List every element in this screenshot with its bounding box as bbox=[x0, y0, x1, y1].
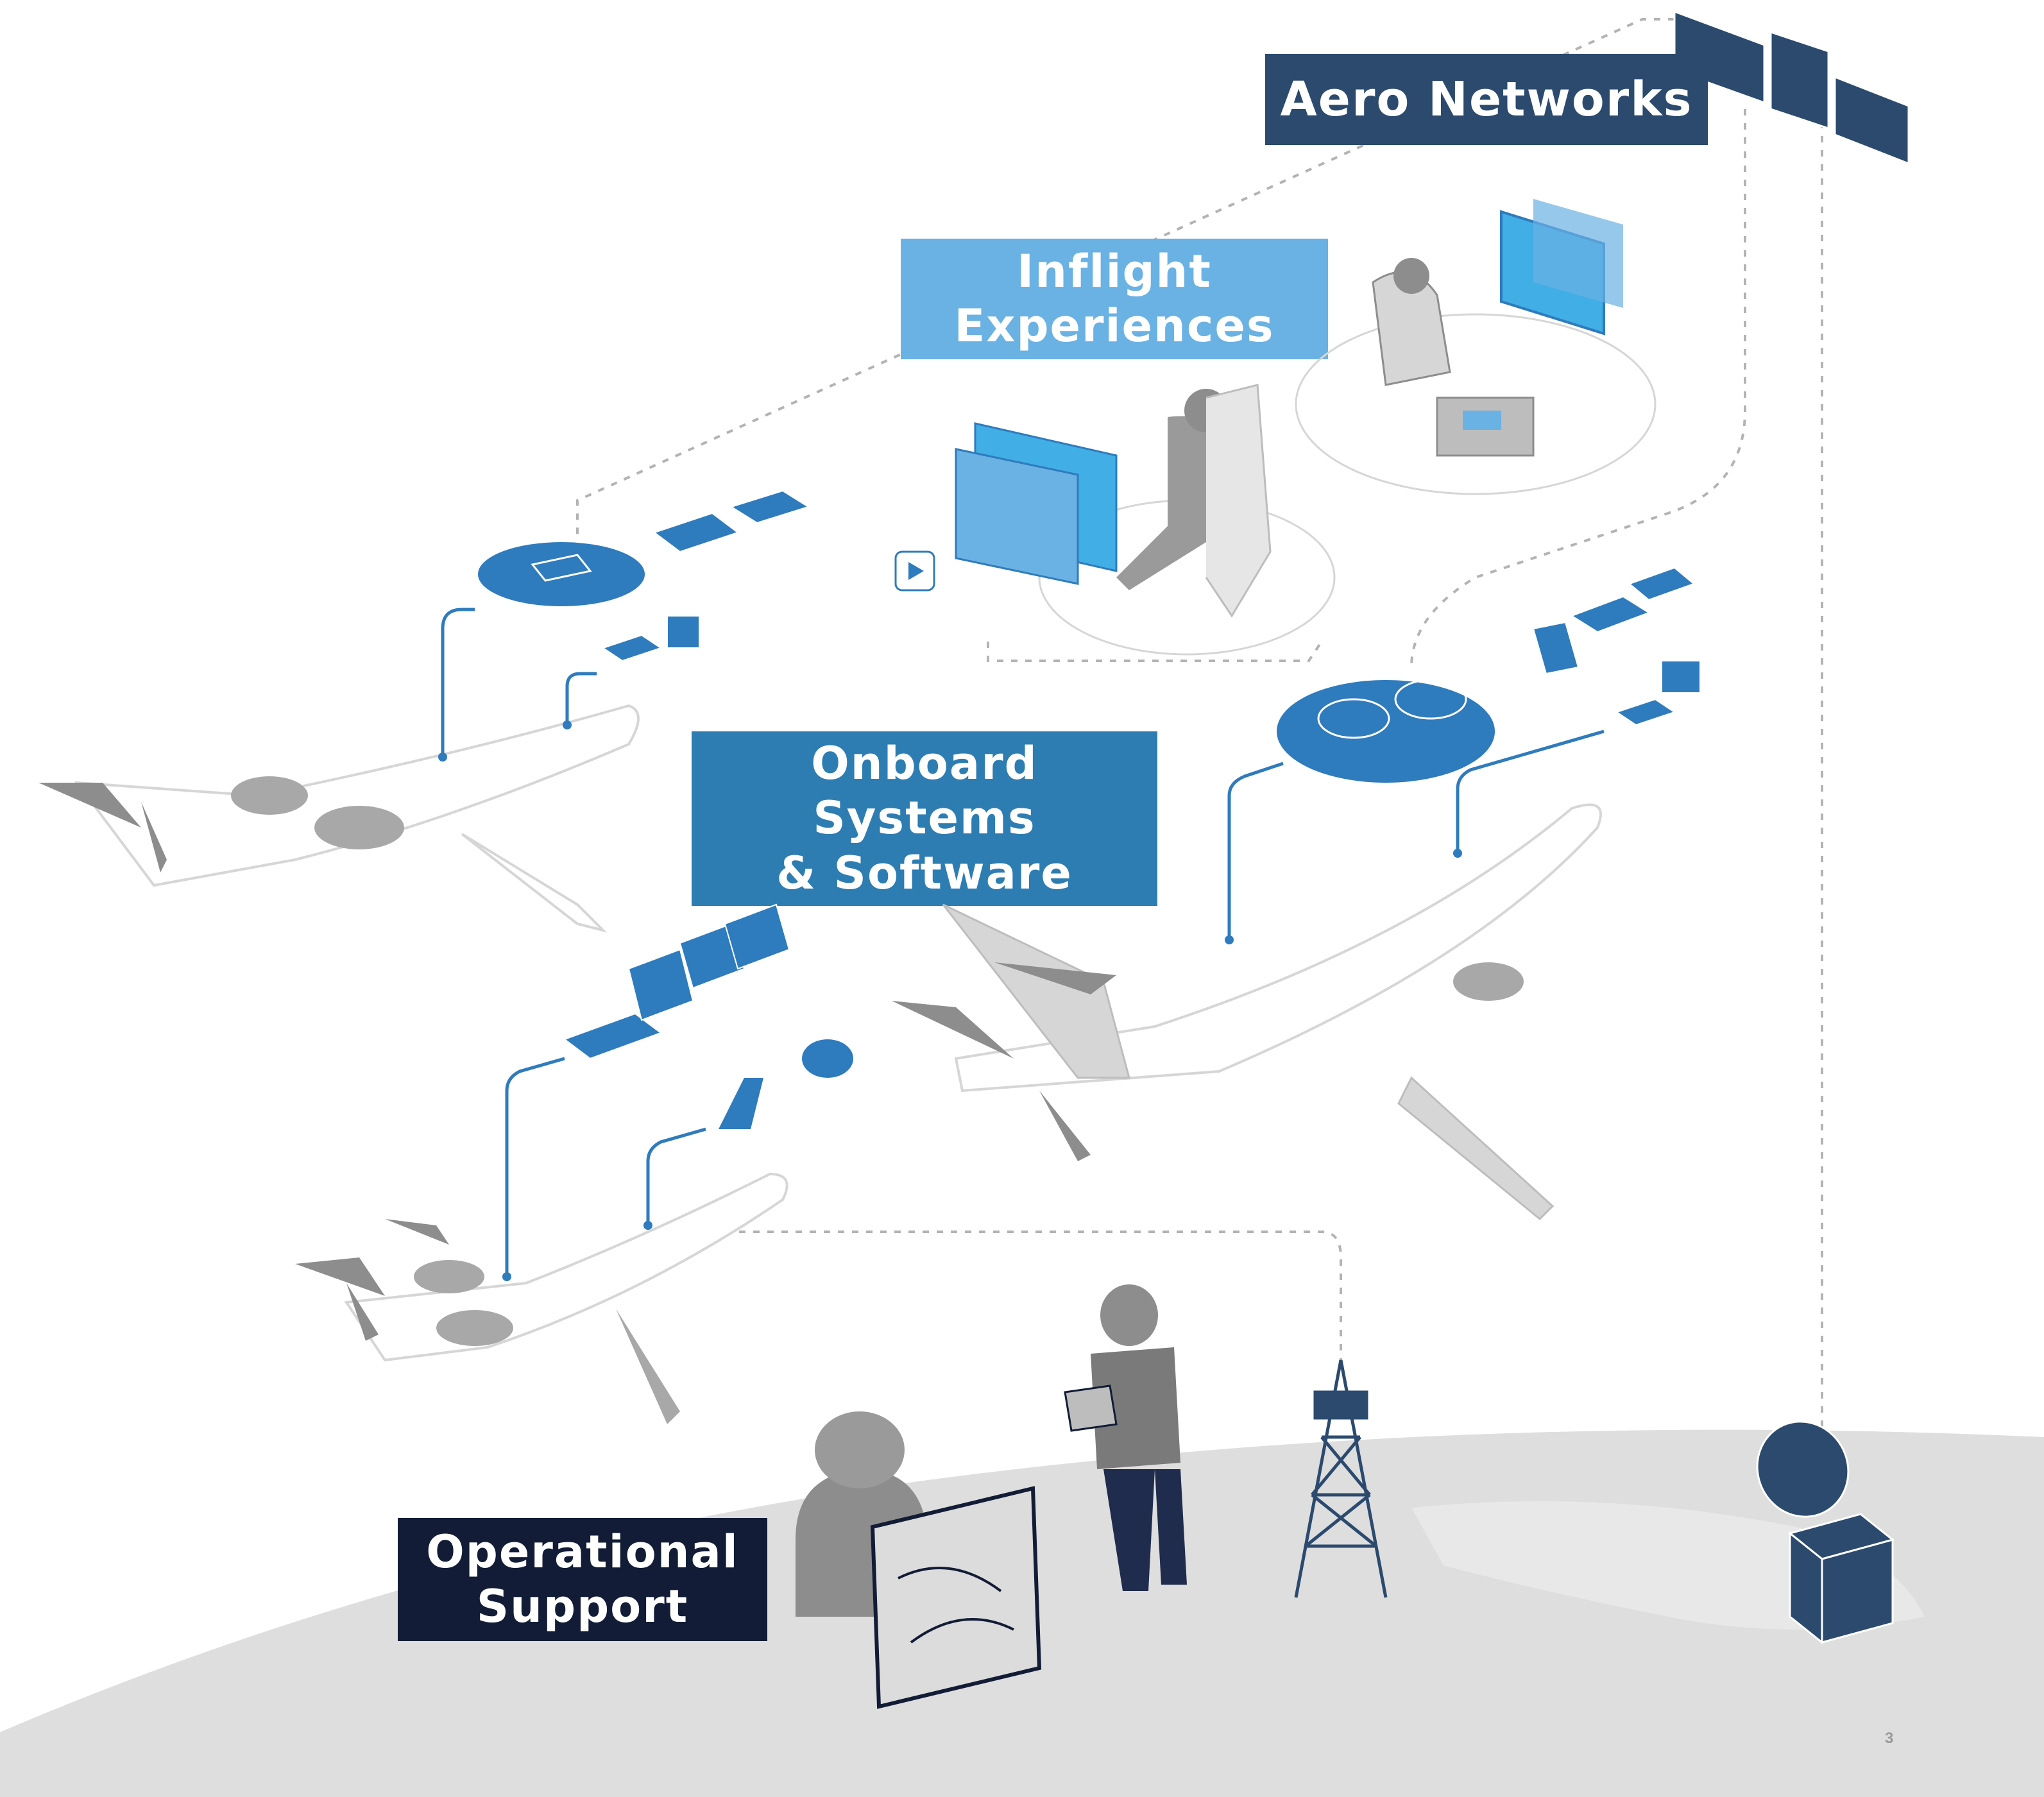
avionics-box-icon bbox=[652, 512, 740, 553]
satellite-dish-icon bbox=[1756, 1420, 1895, 1645]
operational-support-label: Operational Support bbox=[398, 1518, 767, 1641]
regional-equipment bbox=[502, 903, 853, 1281]
cell-tower-icon bbox=[1294, 1359, 1388, 1598]
technician-icon bbox=[1064, 1284, 1187, 1591]
onboard-systems-line-1: Onboard bbox=[811, 737, 1038, 790]
passenger-scene bbox=[894, 384, 1336, 656]
aero-networks-label: Aero Networks bbox=[1265, 54, 1708, 145]
passenger-icon bbox=[1116, 416, 1232, 590]
bizjet-equipment bbox=[438, 490, 810, 762]
inflight-experiences-box bbox=[901, 239, 1328, 359]
inflight-experiences-label: Inflight Experiences bbox=[901, 239, 1328, 359]
onboard-systems-box bbox=[692, 731, 1157, 906]
pilot-scene bbox=[1295, 199, 1656, 495]
satellite-link-line bbox=[576, 18, 1674, 539]
onboard-systems-label: Onboard Systems & Software bbox=[692, 731, 1157, 906]
regional-jet-icon bbox=[295, 1172, 788, 1424]
inflight-link-line bbox=[1410, 109, 1746, 668]
page-number: 3 bbox=[1885, 1730, 1894, 1747]
airliner-icon bbox=[892, 803, 1602, 1221]
airliner-equipment bbox=[1225, 566, 1701, 944]
tower-link-line bbox=[725, 1231, 1342, 1360]
operational-support-line-1: Operational bbox=[426, 1525, 739, 1578]
inflight-experiences-line-1: Inflight bbox=[1017, 244, 1212, 298]
map-screen bbox=[870, 1486, 1042, 1709]
antenna-radome-icon bbox=[478, 542, 645, 606]
business-jet-icon bbox=[38, 704, 640, 933]
onboard-systems-line-3: & Software bbox=[776, 846, 1073, 899]
operational-support-line-2: Support bbox=[476, 1580, 689, 1633]
aero-networks-box bbox=[1265, 54, 1708, 145]
avionics-box-icon bbox=[563, 1012, 663, 1060]
satellite-icon bbox=[1673, 10, 1910, 166]
onboard-systems-line-2: Systems bbox=[813, 792, 1036, 845]
connection-lines bbox=[576, 18, 1823, 1431]
play-icon bbox=[908, 562, 924, 580]
operator-icon bbox=[796, 1411, 1042, 1709]
inflight-experiences-line-2: Experiences bbox=[954, 300, 1275, 352]
tablet-link-line bbox=[987, 640, 1323, 662]
aero-networks-line-1: Aero Networks bbox=[1280, 71, 1693, 127]
operational-support-box bbox=[398, 1518, 767, 1641]
antenna-radome-icon bbox=[1277, 680, 1495, 783]
